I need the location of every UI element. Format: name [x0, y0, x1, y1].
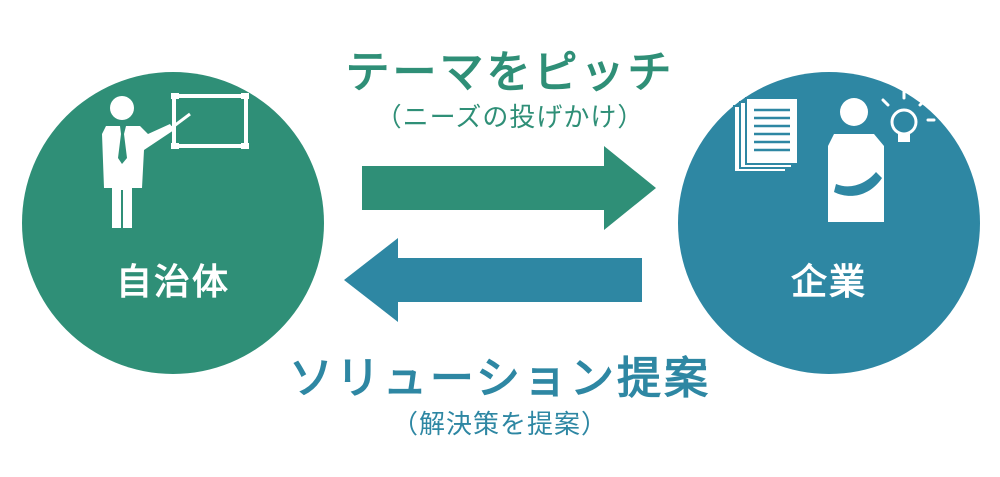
company-label: 企業 — [790, 262, 867, 303]
presenter-icon — [102, 93, 249, 228]
arrow-right-icon — [362, 146, 656, 230]
arrow-left-icon — [344, 238, 642, 322]
company-node: 企業 — [678, 72, 980, 374]
thinking-person-icon — [733, 90, 936, 222]
municipality-label: 自治体 — [115, 262, 230, 303]
solution-proposal-subtitle: （解決策を提案） — [391, 410, 608, 440]
pitch-theme-subtitle: （ニーズの投げかけ） — [375, 103, 645, 133]
solution-proposal-title: ソリューション提案 — [288, 353, 712, 404]
municipality-node: 自治体 — [22, 72, 324, 374]
pitch-theme-title: テーマをピッチ — [345, 47, 675, 98]
